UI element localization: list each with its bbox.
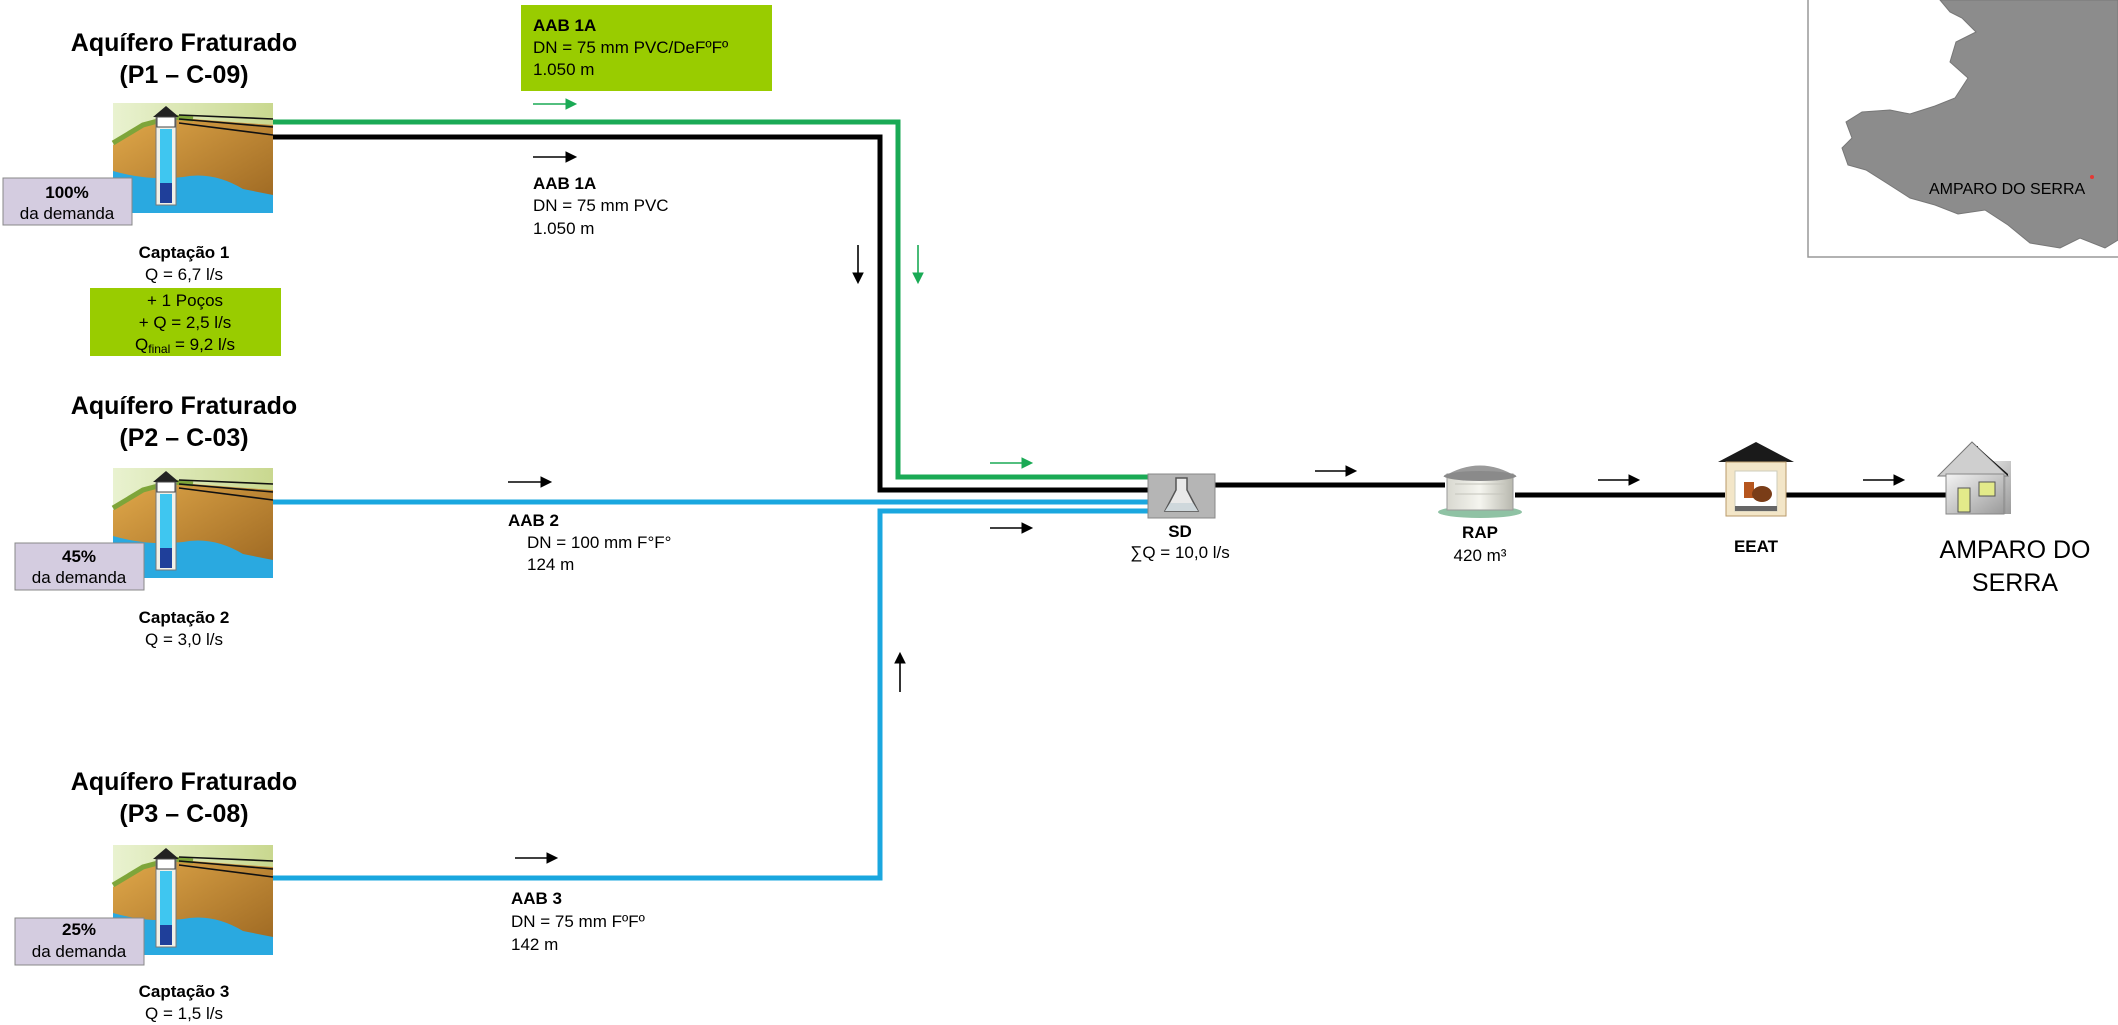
pump-station-icon	[1718, 442, 1794, 517]
captacao-3-name: Captação 3	[139, 982, 230, 1001]
aquifer-3-title: Aquífero Fraturado	[71, 768, 297, 796]
aab1a-new-box	[521, 5, 772, 91]
aquifer-3-code: (P3 – C-08)	[119, 800, 248, 828]
house-icon	[1936, 441, 2011, 515]
flow-arrow-icon	[1315, 465, 1358, 477]
flow-arrow-icon	[1863, 474, 1906, 486]
aab2-name: AAB 2	[508, 511, 559, 530]
aquifer-1-title: Aquífero Fraturado	[71, 29, 297, 57]
captacao-1-name: Captação 1	[139, 243, 230, 262]
demand-3-pct: 25%	[62, 920, 96, 939]
flow-arrow-icon	[533, 151, 578, 163]
pipe-aab1a-new	[273, 119, 1148, 480]
extra-wells-box	[90, 288, 281, 356]
town-name-line2: SERRA	[1972, 569, 2058, 597]
demand-2-text: da demanda	[32, 568, 127, 587]
rap-volume: 420 m³	[1454, 546, 1507, 565]
aquifer-1-code: (P1 – C-09)	[119, 61, 248, 89]
aab1a-new-length: 1.050 m	[533, 60, 594, 79]
demand-box	[2, 177, 133, 226]
captacao-1-flow: Q = 6,7 l/s	[145, 265, 223, 284]
pipe-aab3	[273, 508, 1148, 881]
flow-arrow-icon	[912, 245, 924, 285]
demand-box	[14, 917, 145, 966]
reservoir-icon	[1438, 465, 1522, 518]
demand-3-text: da demanda	[32, 942, 127, 961]
flow-arrow-icon	[508, 476, 553, 488]
flow-arrow-icon	[515, 852, 559, 864]
aab1a-new-name: AAB 1A	[533, 16, 596, 35]
aab2-dn: DN = 100 mm F°F°	[527, 533, 671, 552]
extra-wells-count: + 1 Poços	[147, 291, 223, 310]
aab3-name: AAB 3	[511, 889, 562, 908]
demand-1-pct: 100%	[45, 183, 88, 202]
town-name-line1: AMPARO DO	[1940, 536, 2091, 564]
extra-wells-flow: + Q = 2,5 l/s	[139, 313, 232, 332]
well-icon	[113, 103, 273, 213]
rap-name: RAP	[1462, 523, 1498, 542]
aab1a-dn: DN = 75 mm PVC	[533, 196, 669, 215]
eeat-name: EEAT	[1734, 537, 1779, 556]
map-location-label: AMPARO DO SERRA	[1929, 181, 2086, 198]
flow-arrow-icon	[533, 98, 578, 110]
captacao-2-name: Captação 2	[139, 608, 230, 627]
lab-flask-icon	[1147, 473, 1216, 519]
location-map	[1807, 0, 2118, 258]
aab1a-length: 1.050 m	[533, 219, 594, 238]
aab3-length: 142 m	[511, 935, 558, 954]
demand-2-pct: 45%	[62, 547, 96, 566]
captacao-2-flow: Q = 3,0 l/s	[145, 630, 223, 649]
aab2-length: 124 m	[527, 555, 574, 574]
flow-arrow-icon	[990, 522, 1034, 534]
sd-name: SD	[1168, 522, 1192, 541]
aab3-dn: DN = 75 mm FºFº	[511, 912, 645, 931]
aab1a-name: AAB 1A	[533, 174, 596, 193]
flow-arrow-icon	[852, 245, 864, 285]
sd-flow: ∑Q = 10,0 l/s	[1130, 543, 1230, 562]
aquifer-2-title: Aquífero Fraturado	[71, 392, 297, 420]
demand-box	[14, 542, 145, 591]
pipe-aab1a	[273, 134, 1148, 493]
aquifer-2-code: (P2 – C-03)	[119, 424, 248, 452]
flow-arrow-icon	[1598, 474, 1641, 486]
flow-arrow-icon	[894, 651, 906, 692]
demand-1-text: da demanda	[20, 204, 115, 223]
extra-wells-final: Qfinal = 9,2 l/s	[135, 335, 235, 356]
aab1a-new-dn: DN = 75 mm PVC/DeFºFº	[533, 38, 728, 57]
captacao-3-flow: Q = 1,5 l/s	[145, 1004, 223, 1023]
flow-arrow-icon	[990, 457, 1034, 469]
